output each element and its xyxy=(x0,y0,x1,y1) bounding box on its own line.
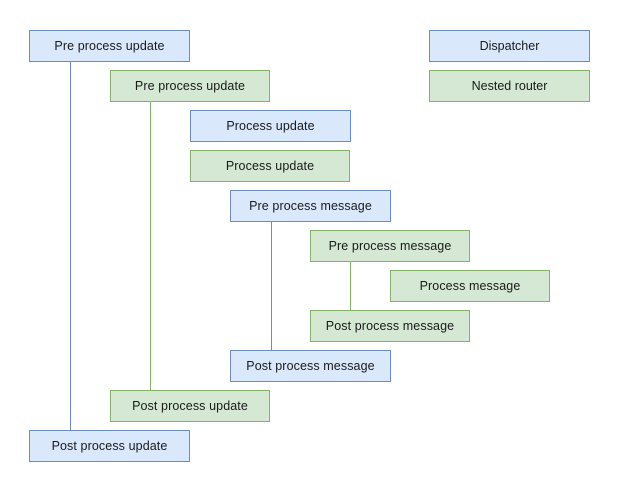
legend-item-dispatcher[interactable]: Dispatcher xyxy=(429,30,590,62)
flow-node-label: Pre process update xyxy=(54,38,165,53)
flow-node-label: Post process update xyxy=(51,438,168,453)
connector-n6-to-n8 xyxy=(350,262,351,310)
flow-node-label: Process update xyxy=(225,158,315,173)
flow-node-process-update-dispatcher[interactable]: Process update xyxy=(190,110,351,142)
flow-node-label: Pre process message xyxy=(328,238,452,253)
connector-n1-to-n11 xyxy=(70,62,71,430)
flow-node-label: Post process update xyxy=(132,398,248,413)
flow-node-pre-process-message-router[interactable]: Pre process message xyxy=(310,230,470,262)
flow-node-post-process-update-dispatcher[interactable]: Post process update xyxy=(29,430,190,462)
legend-item-label: Nested router xyxy=(471,79,548,93)
flow-node-post-process-update-router[interactable]: Post process update xyxy=(110,390,270,422)
flow-node-pre-process-message-dispatcher[interactable]: Pre process message xyxy=(230,190,391,222)
flow-node-pre-process-update-dispatcher[interactable]: Pre process update xyxy=(29,30,190,62)
flow-node-label: Process message xyxy=(419,278,521,293)
flow-node-process-update-router[interactable]: Process update xyxy=(190,150,350,182)
connector-n2-to-n10 xyxy=(150,102,151,390)
flow-node-label: Process update xyxy=(226,118,315,133)
flow-node-label: Post process message xyxy=(246,358,375,373)
legend-item-nested-router[interactable]: Nested router xyxy=(429,70,590,102)
flow-node-process-message-router[interactable]: Process message xyxy=(390,270,550,302)
flow-node-label: Pre process message xyxy=(249,198,372,213)
flow-node-post-process-message-dispatcher[interactable]: Post process message xyxy=(230,350,391,382)
legend-item-label: Dispatcher xyxy=(479,39,540,53)
flow-node-label: Pre process update xyxy=(134,78,246,93)
flow-node-pre-process-update-router[interactable]: Pre process update xyxy=(110,70,270,102)
flow-node-label: Post process message xyxy=(325,318,455,333)
flow-node-post-process-message-router[interactable]: Post process message xyxy=(310,310,470,342)
connector-n5-to-n9 xyxy=(271,222,272,350)
